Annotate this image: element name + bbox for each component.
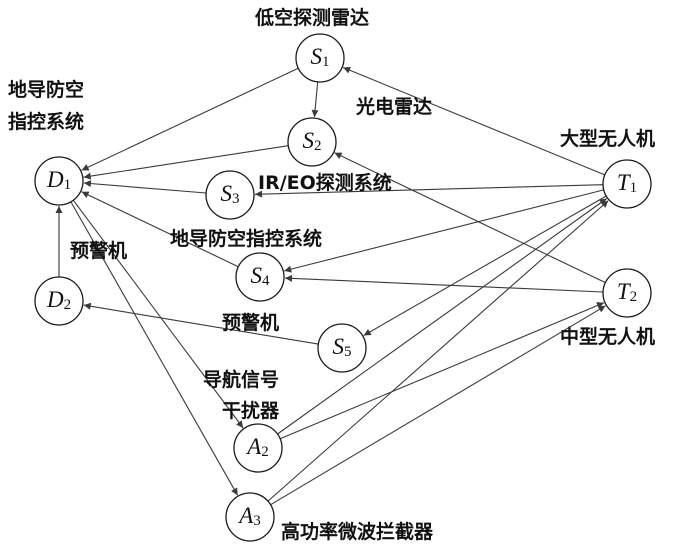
edge-T1-to-S4 — [284, 189, 604, 273]
edge-S3-to-D1 — [83, 180, 207, 194]
edge-S1-to-S2 — [311, 81, 319, 118]
edge-A2-to-T2 — [279, 302, 605, 440]
label-d1-line1: 地导防空 — [8, 78, 84, 101]
node-A3-label: A3 — [237, 503, 261, 530]
label-a2-line2: 干扰器 — [222, 399, 280, 422]
label-t2: 中型无人机 — [560, 325, 655, 348]
label-t1: 大型无人机 — [560, 127, 655, 150]
node-T2: T2 — [602, 268, 652, 318]
label-d1-line2: 指控系统 — [8, 110, 84, 133]
node-S5: S5 — [317, 323, 367, 373]
node-S1: S1 — [295, 33, 345, 83]
node-D2-label: D2 — [46, 287, 71, 314]
edge-D1-to-A3 — [70, 201, 239, 496]
label-a3: 高功率微波拦截器 — [281, 520, 434, 543]
node-T2-label: T2 — [617, 279, 637, 306]
node-S4: S4 — [235, 252, 285, 302]
node-T1: T1 — [602, 159, 652, 209]
label-s2: 光电雷达 — [355, 95, 432, 118]
node-S1-circle — [295, 33, 345, 83]
edge-A3-to-T1 — [267, 200, 609, 502]
edge-T2-to-S4 — [284, 274, 604, 293]
node-S3-label: S3 — [221, 181, 240, 208]
label-s3: IR/EO探测系统 — [258, 171, 392, 194]
node-D1-label: D1 — [46, 167, 71, 194]
edge-T1-to-S1 — [342, 66, 606, 176]
caption-layer: 低空探测雷达 光电雷达 IR/EO探测系统 地导防空指控系统 预警机 地导防空 … — [8, 6, 655, 543]
edge-A3-to-T2 — [270, 305, 606, 506]
node-A2: A2 — [233, 423, 283, 473]
node-S5-label: S5 — [333, 334, 352, 361]
node-D2: D2 — [34, 276, 84, 326]
edge-S4-to-D1 — [81, 191, 239, 268]
node-A2-circle — [233, 423, 283, 473]
node-D2-circle — [34, 276, 84, 326]
node-S2-circle — [287, 117, 337, 167]
node-T1-label: T1 — [617, 170, 637, 197]
node-D1-circle — [34, 156, 84, 206]
edge-S2-to-D1 — [83, 145, 289, 180]
label-s5: 预警机 — [222, 311, 279, 334]
node-A3-circle — [225, 492, 275, 542]
edge-D1-to-A2 — [72, 199, 244, 429]
label-s1: 低空探测雷达 — [254, 6, 369, 29]
node-S3-circle — [205, 170, 255, 220]
node-layer: S1 S2 S3 S4 S5 D1 D2 A2 — [34, 33, 652, 542]
label-a2-line1: 导航信号 — [203, 368, 279, 391]
node-D1: D1 — [34, 156, 84, 206]
node-A2-label: A2 — [245, 434, 269, 461]
edge-T1-to-S3 — [254, 184, 604, 198]
node-S2: S2 — [287, 117, 337, 167]
node-S5-circle — [317, 323, 367, 373]
node-S4-circle — [235, 252, 285, 302]
edge-T2-to-S2 — [334, 152, 606, 284]
node-S4-label: S4 — [251, 263, 271, 290]
node-S1-label: S1 — [311, 44, 330, 71]
node-T1-circle — [602, 159, 652, 209]
label-s4: 地导防空指控系统 — [170, 227, 322, 250]
edge-layer — [55, 66, 609, 506]
edge-S1-to-D1 — [81, 67, 299, 171]
node-S2-label: S2 — [303, 128, 322, 155]
label-d2: 预警机 — [70, 239, 127, 262]
node-T2-circle — [602, 268, 652, 318]
edge-S5-to-D2 — [83, 302, 319, 345]
edge-A2-to-T1 — [277, 198, 608, 435]
node-S3: S3 — [205, 170, 255, 220]
node-A3: A3 — [225, 492, 275, 542]
edge-T1-to-S5 — [363, 195, 607, 336]
